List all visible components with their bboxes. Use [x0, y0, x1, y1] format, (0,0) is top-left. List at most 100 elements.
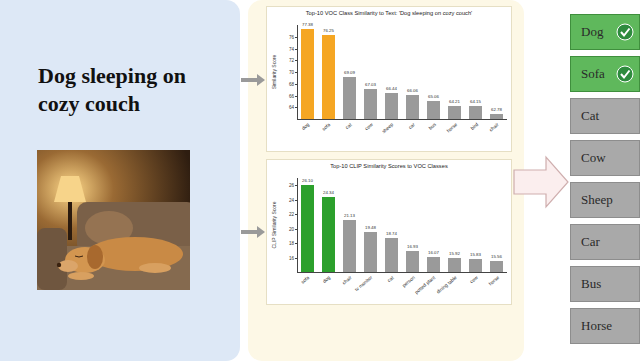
class-tag: Bus [570, 266, 640, 302]
tick-mark [295, 60, 297, 61]
dog-photo [37, 150, 190, 290]
category-label: sofa [301, 275, 311, 285]
tick-label: 72 [289, 58, 294, 63]
result-arrow-shape [514, 157, 568, 207]
category-label: chair [342, 275, 353, 286]
class-tag: Sheep [570, 182, 640, 218]
prompt-text: Dog sleeping on cozy couch [38, 62, 188, 117]
category-label: potted plant [414, 275, 436, 295]
tick-label: 26 [289, 183, 294, 188]
score-bar [448, 258, 462, 272]
class-name: Horse [581, 318, 612, 334]
class-name: Cow [581, 150, 606, 166]
chart-box: Top-10 CLIP Similarity Scores to VOC Cla… [266, 159, 512, 305]
tick-label: 16 [289, 255, 294, 260]
bar-value: 15.92 [449, 251, 460, 256]
bar-value: 15.83 [470, 252, 481, 257]
score-bar [364, 89, 378, 119]
score-bar [322, 35, 336, 119]
check-mark [617, 66, 633, 82]
axis-title: Similarity Score [271, 55, 277, 90]
category-label: cat [345, 122, 353, 130]
arrow-head [257, 226, 265, 238]
bar-value: 24.34 [323, 190, 334, 195]
score-bar [469, 259, 483, 272]
tick-mark [295, 107, 297, 108]
axis-title: CLIP Similarity Score [271, 201, 277, 248]
category-label: cow [364, 122, 374, 131]
tick-label: 18 [289, 241, 294, 246]
score-bar [385, 238, 399, 272]
category-label: car [407, 122, 415, 130]
tick-mark [295, 214, 297, 215]
x-axis-line [297, 272, 507, 273]
category-label: horse [487, 275, 499, 287]
y-axis-line [297, 25, 298, 119]
chart-title: Top-10 CLIP Similarity Scores to VOC Cla… [267, 163, 511, 169]
bar-value: 67.03 [365, 82, 376, 87]
bar-value: 18.74 [386, 231, 397, 236]
tick-mark [295, 243, 297, 244]
category-label: sheep [381, 122, 394, 134]
bar-value: 76.25 [323, 28, 334, 33]
bar-value: 16.93 [407, 244, 418, 249]
bar-value: 19.48 [365, 225, 376, 230]
bar-value: 66.44 [386, 86, 397, 91]
category-label: person [401, 275, 415, 288]
score-bar [427, 257, 441, 272]
score-bar [343, 220, 357, 272]
tick-label: 76 [289, 34, 294, 39]
bar-value: 69.09 [344, 70, 355, 75]
bar-value: 62.78 [491, 107, 502, 112]
score-bar [406, 251, 420, 272]
bar-value: 26.10 [302, 178, 313, 183]
class-name: Sofa [581, 66, 605, 82]
tick-mark [295, 84, 297, 85]
bar-value: 64.15 [470, 99, 481, 104]
y-axis-line [297, 178, 298, 272]
tick-label: 68 [289, 81, 294, 86]
connector-arrow [241, 230, 258, 234]
bar-value: 65.06 [428, 94, 439, 99]
bar-value: 77.38 [302, 22, 313, 27]
score-bar [448, 106, 462, 119]
category-label: cow [469, 275, 479, 284]
tick-mark [295, 49, 297, 50]
tick-label: 70 [289, 70, 294, 75]
score-bar [343, 77, 357, 119]
score-bar [364, 232, 378, 272]
category-label: sofa [322, 122, 332, 132]
category-label: bus [428, 122, 437, 131]
bar-value: 66.06 [407, 88, 418, 93]
class-tag: Cat [570, 98, 640, 134]
score-bar [406, 95, 420, 119]
tick-mark [295, 37, 297, 38]
class-name: Cat [581, 108, 599, 124]
x-axis-line [297, 119, 507, 120]
tick-label: 64 [289, 105, 294, 110]
class-tag: Horse [570, 308, 640, 344]
category-label: dining table [436, 275, 458, 295]
score-bar [490, 114, 504, 119]
bar-value: 64.21 [449, 99, 460, 104]
check-mark [617, 24, 633, 40]
category-label: tv monitor [354, 275, 373, 292]
arrow-head [257, 74, 265, 86]
class-name: Bus [581, 276, 601, 292]
tick-label: 74 [289, 46, 294, 51]
category-label: horse [445, 122, 457, 134]
score-bar [322, 197, 336, 272]
tick-mark [295, 96, 297, 97]
tick-mark [295, 229, 297, 230]
category-label: bird [469, 122, 478, 131]
bar-value: 16.07 [428, 250, 439, 255]
score-bar [469, 106, 483, 119]
tick-label: 66 [289, 93, 294, 98]
tick-mark [295, 258, 297, 259]
score-bar [301, 29, 315, 119]
class-tag: Car [570, 224, 640, 260]
category-label: dog [301, 122, 310, 131]
category-label: chair [489, 122, 500, 133]
class-name: Car [581, 234, 600, 250]
